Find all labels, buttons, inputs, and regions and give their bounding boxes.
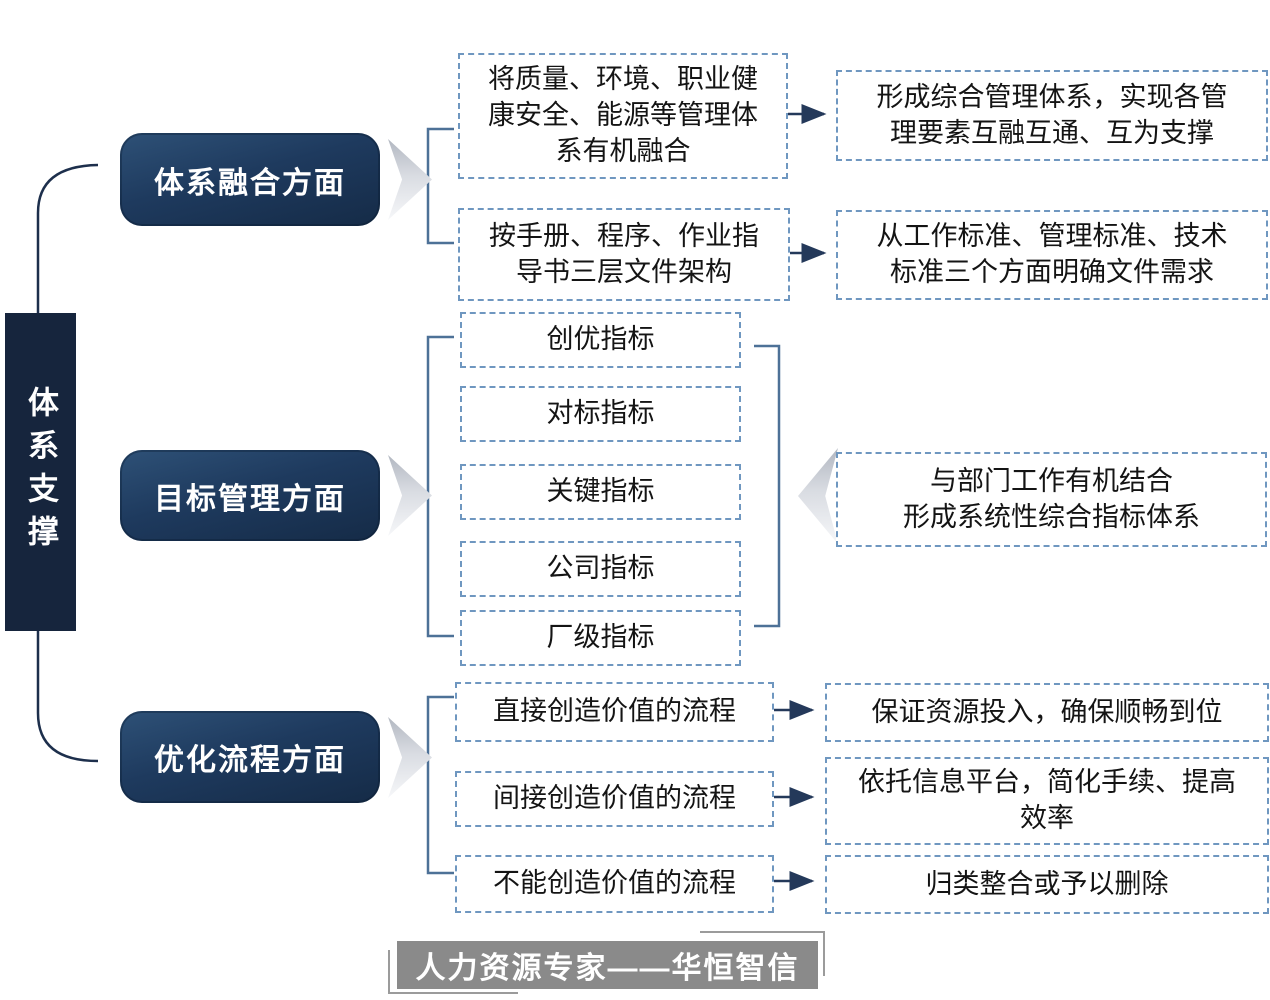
process-source-2: 间接创造价值的流程	[455, 771, 774, 827]
chevron-left-icon	[798, 448, 838, 544]
curve-root-to-branch3	[36, 630, 99, 763]
indicator-box: 创优指标	[460, 312, 741, 368]
banner-corner-top-right	[700, 931, 825, 976]
fusion-result-2: 从工作标准、管理标准、技术 标准三个方面明确文件需求	[836, 210, 1268, 300]
bracket-branch2-left	[426, 335, 454, 638]
indicator-box: 厂级指标	[460, 610, 741, 666]
branch-process-optimization: 优化流程方面	[120, 711, 380, 803]
branch-target-management: 目标管理方面	[120, 450, 380, 541]
chevron-right-icon	[388, 455, 432, 536]
banner-corner-bottom-left	[388, 950, 518, 994]
fusion-source-2: 按手册、程序、作业指 导书三层文件架构	[458, 208, 790, 301]
chevron-right-icon	[388, 717, 432, 798]
process-result-2: 依托信息平台，简化手续、提高 效率	[825, 757, 1269, 845]
chevron-right-icon	[388, 139, 432, 220]
curve-root-to-branch1	[36, 163, 99, 314]
root-node: 体系支撑	[5, 313, 76, 631]
brand-banner: 人力资源专家——华恒智信	[397, 941, 818, 989]
target-result: 与部门工作有机结合 形成系统性综合指标体系	[836, 452, 1267, 547]
indicator-box: 关键指标	[460, 464, 741, 520]
indicator-box: 公司指标	[460, 541, 741, 597]
process-result-1: 保证资源投入，确保顺畅到位	[825, 683, 1269, 742]
bracket-branch2-right	[754, 344, 781, 628]
bracket-branch3	[426, 695, 454, 875]
branch-system-fusion: 体系融合方面	[120, 133, 380, 226]
process-source-1: 直接创造价值的流程	[455, 682, 774, 742]
indicator-box: 对标指标	[460, 386, 741, 442]
process-result-3: 归类整合或予以删除	[825, 855, 1269, 914]
process-source-3: 不能创造价值的流程	[455, 855, 774, 913]
bracket-branch1	[426, 127, 454, 245]
fusion-source-1: 将质量、环境、职业健 康安全、能源等管理体 系有机融合	[458, 53, 788, 179]
fusion-result-1: 形成综合管理体系，实现各管 理要素互融互通、互为支撑	[836, 70, 1268, 161]
